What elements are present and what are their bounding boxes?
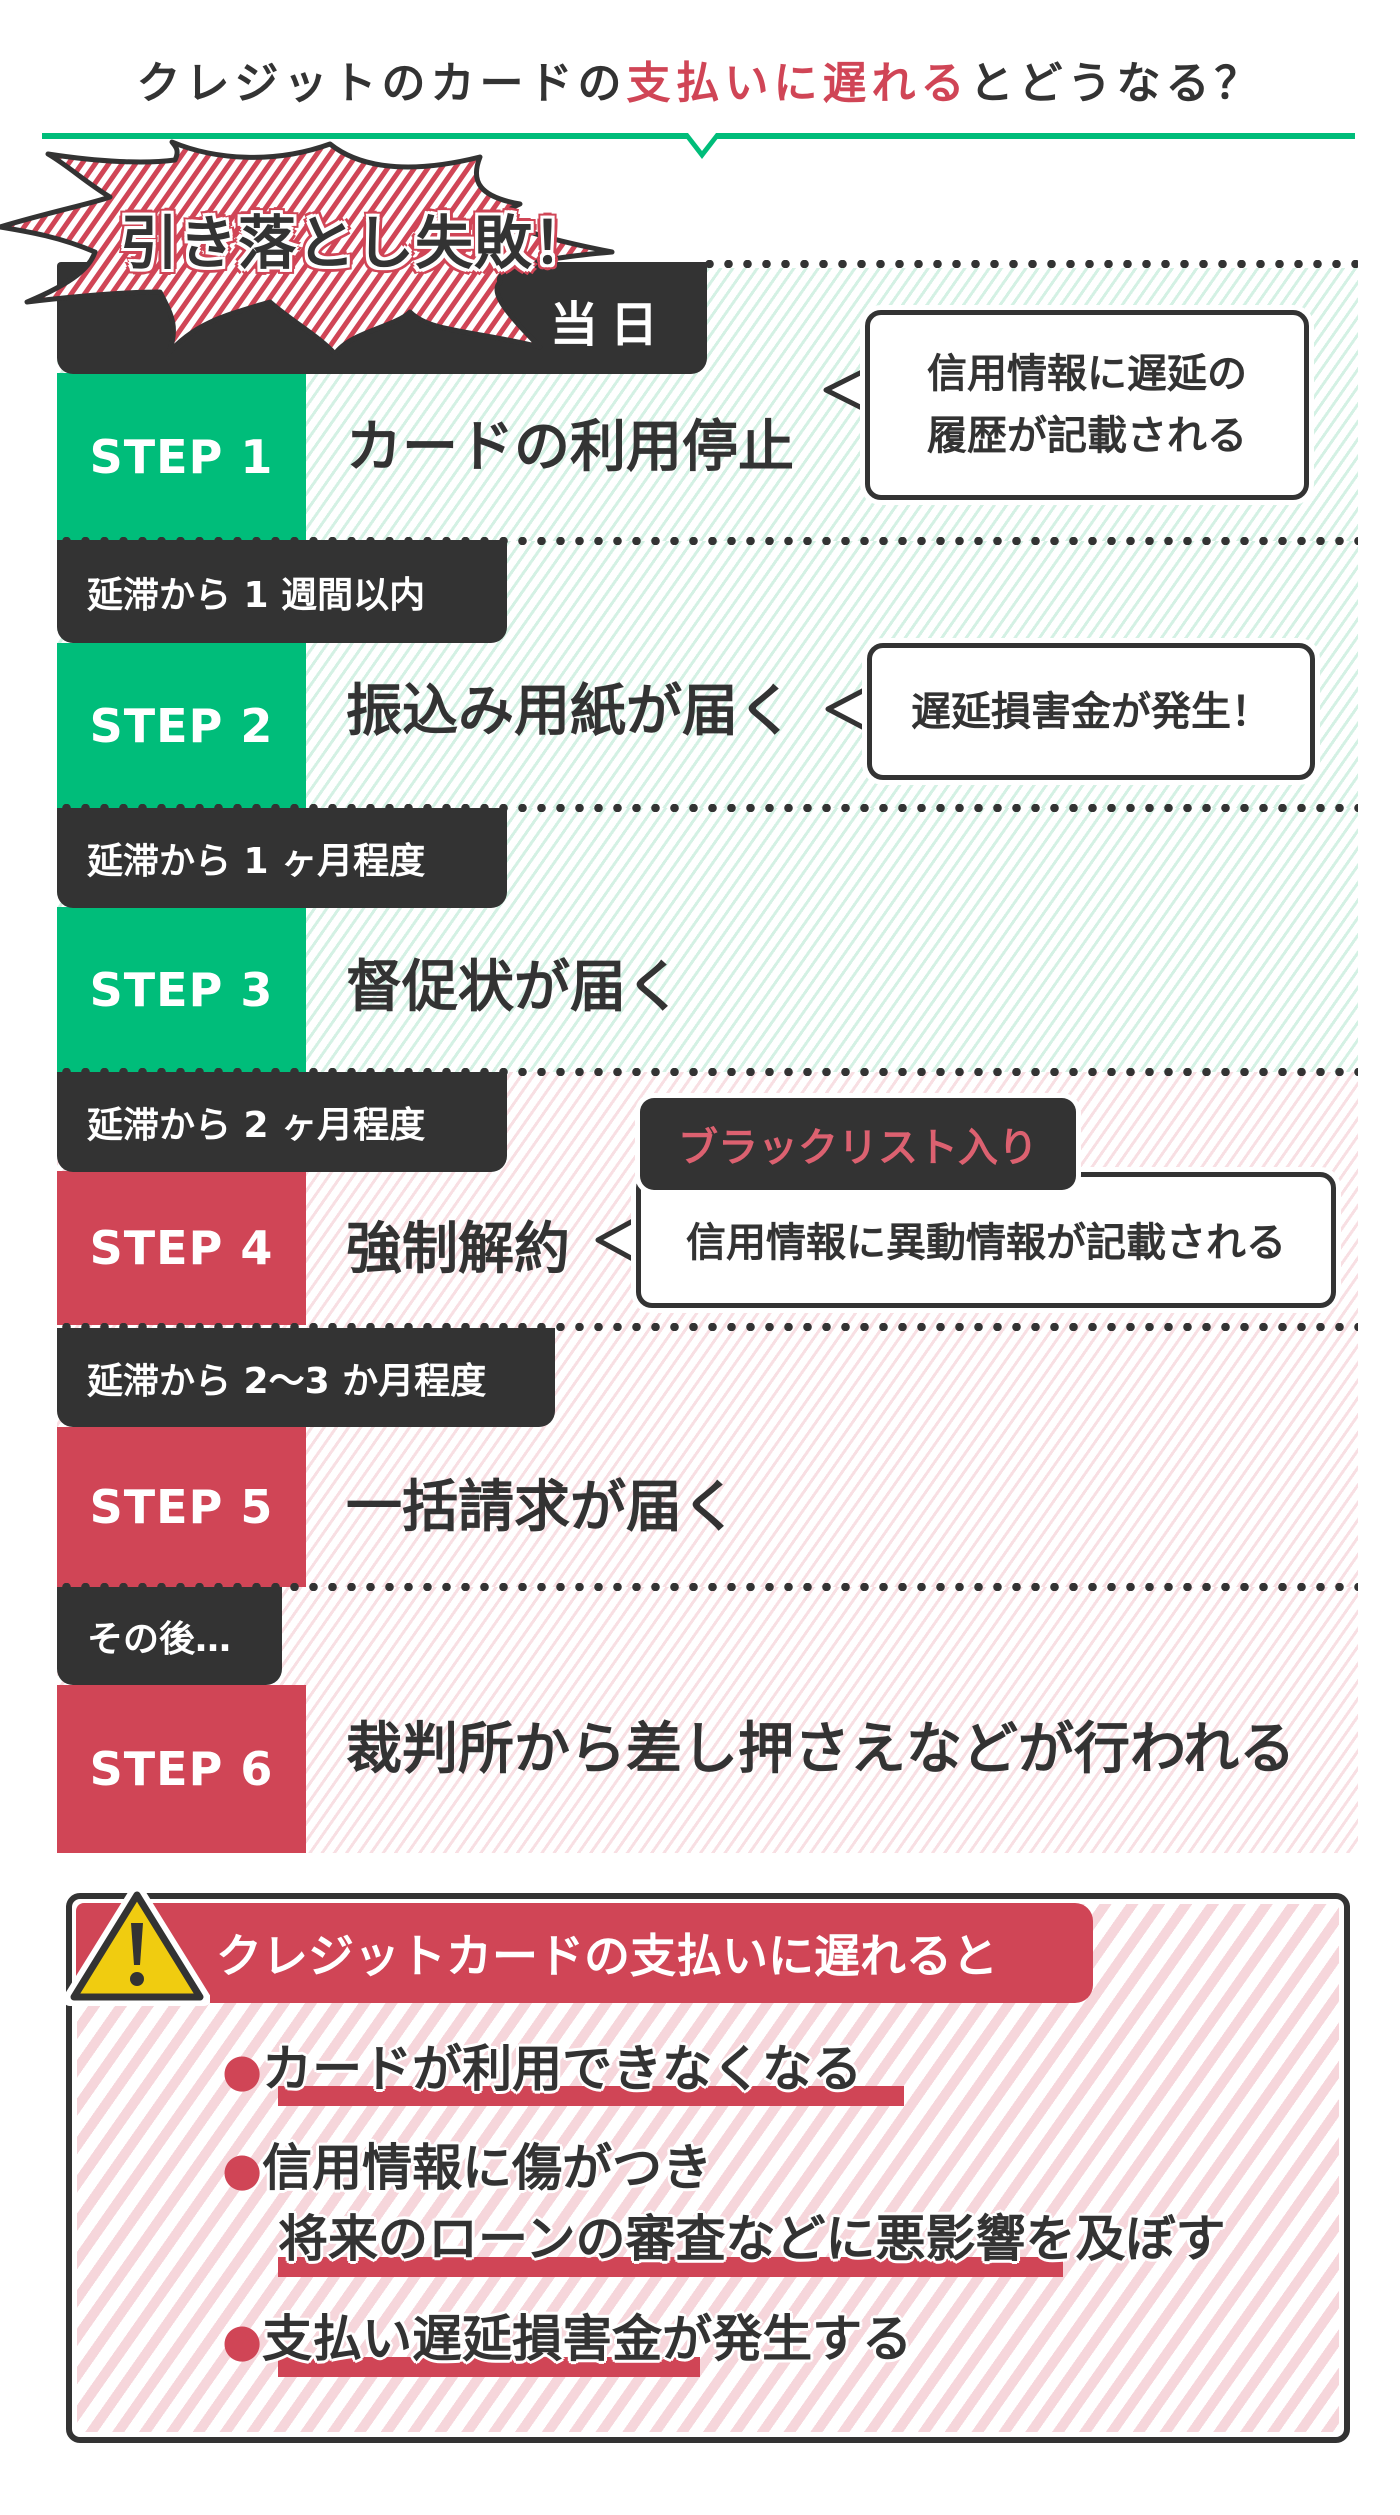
step-2-note-bubble: 遅延損害金が発生！: [867, 643, 1315, 780]
title-prefix: クレジットのカードの: [136, 58, 627, 109]
divider-dots: [57, 537, 1358, 545]
step-1-note-bubble: 信用情報に遅延の 履歴が記載される: [865, 310, 1309, 500]
timing-label: 延滞から 2〜3 か月程度: [57, 1328, 555, 1427]
summary-item-continuation: 将来のローンの審査などに悪影響を及ぼす: [278, 2210, 1226, 2268]
divider-dots: [57, 1323, 1358, 1331]
summary-item: ●カードが利用できなくなる: [222, 2040, 863, 2098]
step-label: STEP 3: [89, 962, 274, 1017]
step-label: STEP 5: [89, 1480, 274, 1534]
note-line: 履歴が記載される: [927, 413, 1247, 459]
page-title: クレジットのカードの支払いに遅れるとどうなる？: [0, 52, 1400, 116]
step-label: STEP 1: [89, 430, 274, 484]
divider-dots: [700, 260, 1358, 268]
highlight-underline: [278, 2357, 700, 2377]
step-label: STEP 6: [89, 1742, 274, 1796]
step-4-action: 強制解約: [346, 1217, 570, 1282]
step-2-badge: STEP 2: [57, 643, 306, 808]
bullet-icon: ●: [222, 2142, 263, 2196]
step-2-action: 振込み用紙が届く: [346, 679, 794, 744]
step-label: STEP 4: [89, 1221, 274, 1275]
step-3-badge: STEP 3: [57, 907, 306, 1072]
note-line: 遅延損害金が発生！: [911, 688, 1271, 735]
step-label: STEP 2: [89, 698, 274, 753]
timing-label: 延滞から 1 週間以内: [57, 540, 507, 643]
timing-today-text: 当日: [550, 297, 671, 353]
summary-heading: クレジットカードの支払いに遅れると: [76, 1903, 1093, 2003]
summary-item: ●信用情報に傷がつき: [222, 2139, 713, 2197]
blacklist-tag: ブラックリスト入り: [640, 1098, 1076, 1190]
highlight-underline: [278, 2257, 1063, 2277]
title-highlight: 支払いに遅れる: [626, 58, 970, 109]
bullet-icon: ●: [222, 2313, 263, 2367]
divider-dots: [57, 1068, 1358, 1076]
divider-dots: [57, 1583, 1358, 1591]
step-1-badge: STEP 1: [57, 373, 306, 541]
step-3-action: 督促状が届く: [346, 955, 682, 1020]
timing-label: 延滞から 2 ヶ月程度: [57, 1072, 507, 1172]
step-6-badge: STEP 6: [57, 1685, 306, 1853]
timing-label: 延滞から 1 ヶ月程度: [57, 808, 507, 908]
explosion-burst-icon: [0, 139, 615, 357]
title-suffix: とどうなる？: [969, 58, 1264, 109]
step-4-note-bubble: 信用情報に異動情報が記載される: [636, 1172, 1336, 1308]
title-divider-notch-inner: [688, 133, 716, 151]
divider-dots: [57, 804, 1358, 812]
step-4-badge: STEP 4: [57, 1171, 306, 1325]
step-1-action: カードの利用停止: [346, 415, 794, 480]
warning-icon: [64, 1884, 210, 2006]
note-line: 信用情報に遅延の: [927, 351, 1247, 397]
timing-label: その後…: [57, 1587, 282, 1685]
bullet-icon: ●: [222, 2043, 263, 2097]
highlight-underline: [278, 2086, 904, 2106]
step-6-action: 裁判所から差し押さえなどが行われる: [346, 1717, 1296, 1782]
step-5-badge: STEP 5: [57, 1427, 306, 1587]
summary-item: ●支払い遅延損害金が発生する: [222, 2310, 913, 2368]
note-line: 信用情報に異動情報が記載される: [686, 1220, 1286, 1266]
burst-label: 引き落とし失敗！: [120, 209, 593, 277]
step-5-action: 一括請求が届く: [346, 1475, 738, 1540]
